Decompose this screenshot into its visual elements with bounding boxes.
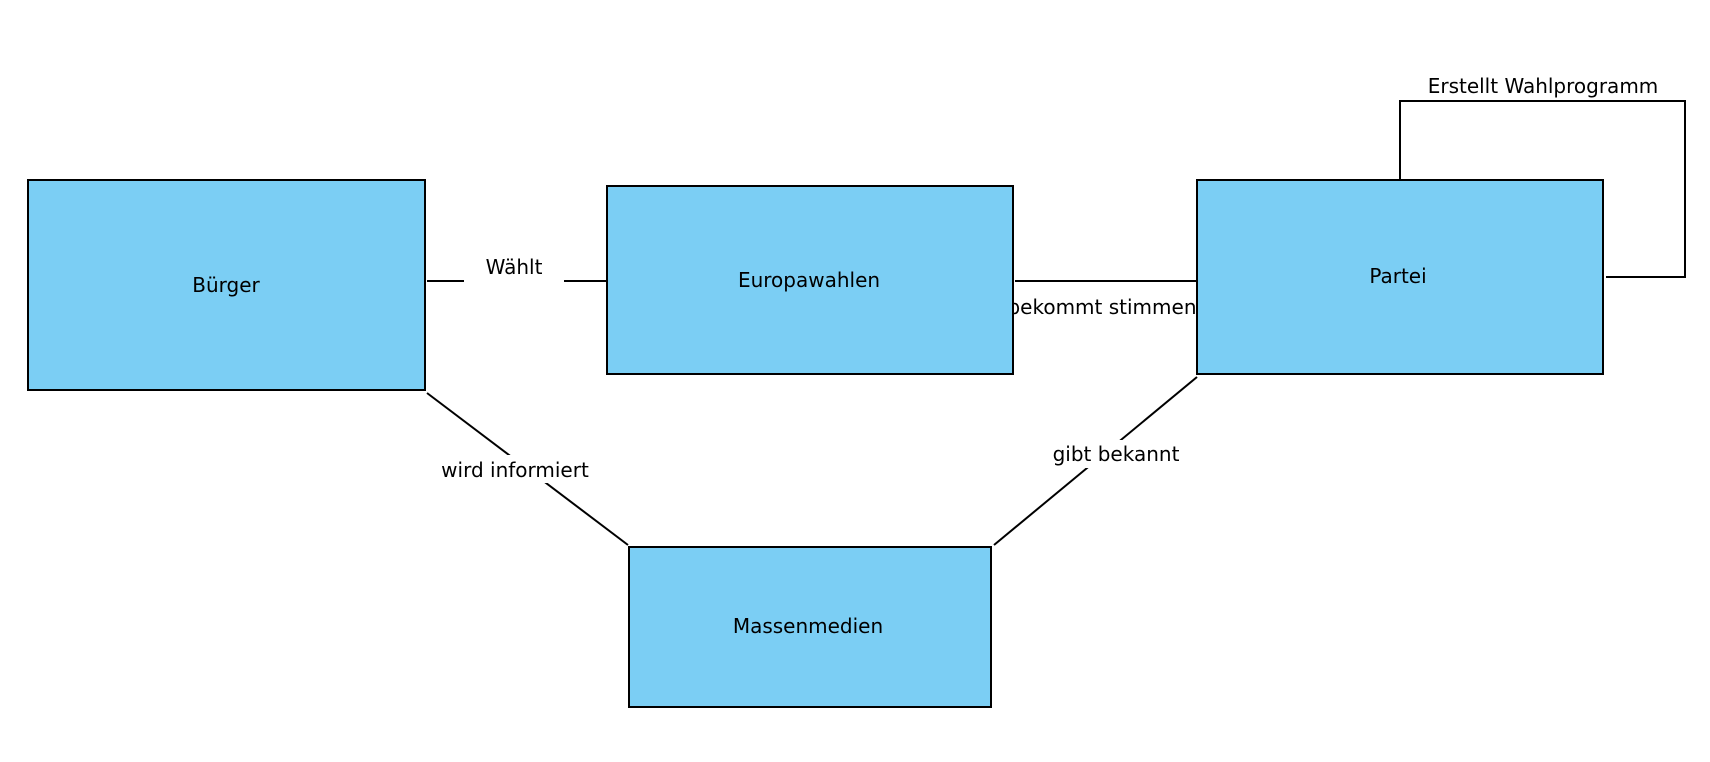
edge-buerger-massenmedien: wird informiert [426, 392, 629, 546]
node-europawahlen[interactable]: Europawahlen [606, 185, 1014, 375]
edge-line[interactable] [1399, 100, 1686, 278]
edge-label-gibt-bekannt: gibt bekannt [1053, 442, 1180, 466]
edge-partei-self-loop: Erstellt Wahlprogramm [1399, 74, 1686, 278]
node-label-massenmedien: Massenmedien [733, 614, 883, 638]
edge-label-bekommt-stimmen: bekommt stimmen [1007, 295, 1196, 319]
edge-buerger-europawahlen: Wählt [427, 254, 606, 282]
node-box[interactable] [628, 546, 992, 708]
edge-label-background [1040, 440, 1190, 468]
edge-label-erstellt-wahlprogramm: Erstellt Wahlprogramm [1428, 74, 1659, 98]
node-box[interactable] [1196, 179, 1604, 375]
edge-label-background [430, 455, 600, 483]
edge-label-wird-informiert: wird informiert [441, 458, 589, 482]
node-label-buerger: Bürger [192, 273, 260, 297]
edge-label-background [464, 254, 564, 282]
node-label-europawahlen: Europawahlen [738, 268, 880, 292]
node-buerger[interactable]: Bürger [27, 179, 426, 391]
node-partei[interactable]: Partei [1196, 179, 1604, 375]
node-box[interactable] [27, 179, 426, 391]
node-massenmedien[interactable]: Massenmedien [628, 546, 992, 708]
node-box[interactable] [606, 185, 1014, 375]
edge-label-waehlt: Wählt [486, 255, 543, 279]
node-label-partei: Partei [1369, 264, 1426, 288]
edge-massenmedien-partei: gibt bekannt [993, 376, 1198, 546]
edge-europawahlen-partei: bekommt stimmen [1007, 280, 1198, 319]
